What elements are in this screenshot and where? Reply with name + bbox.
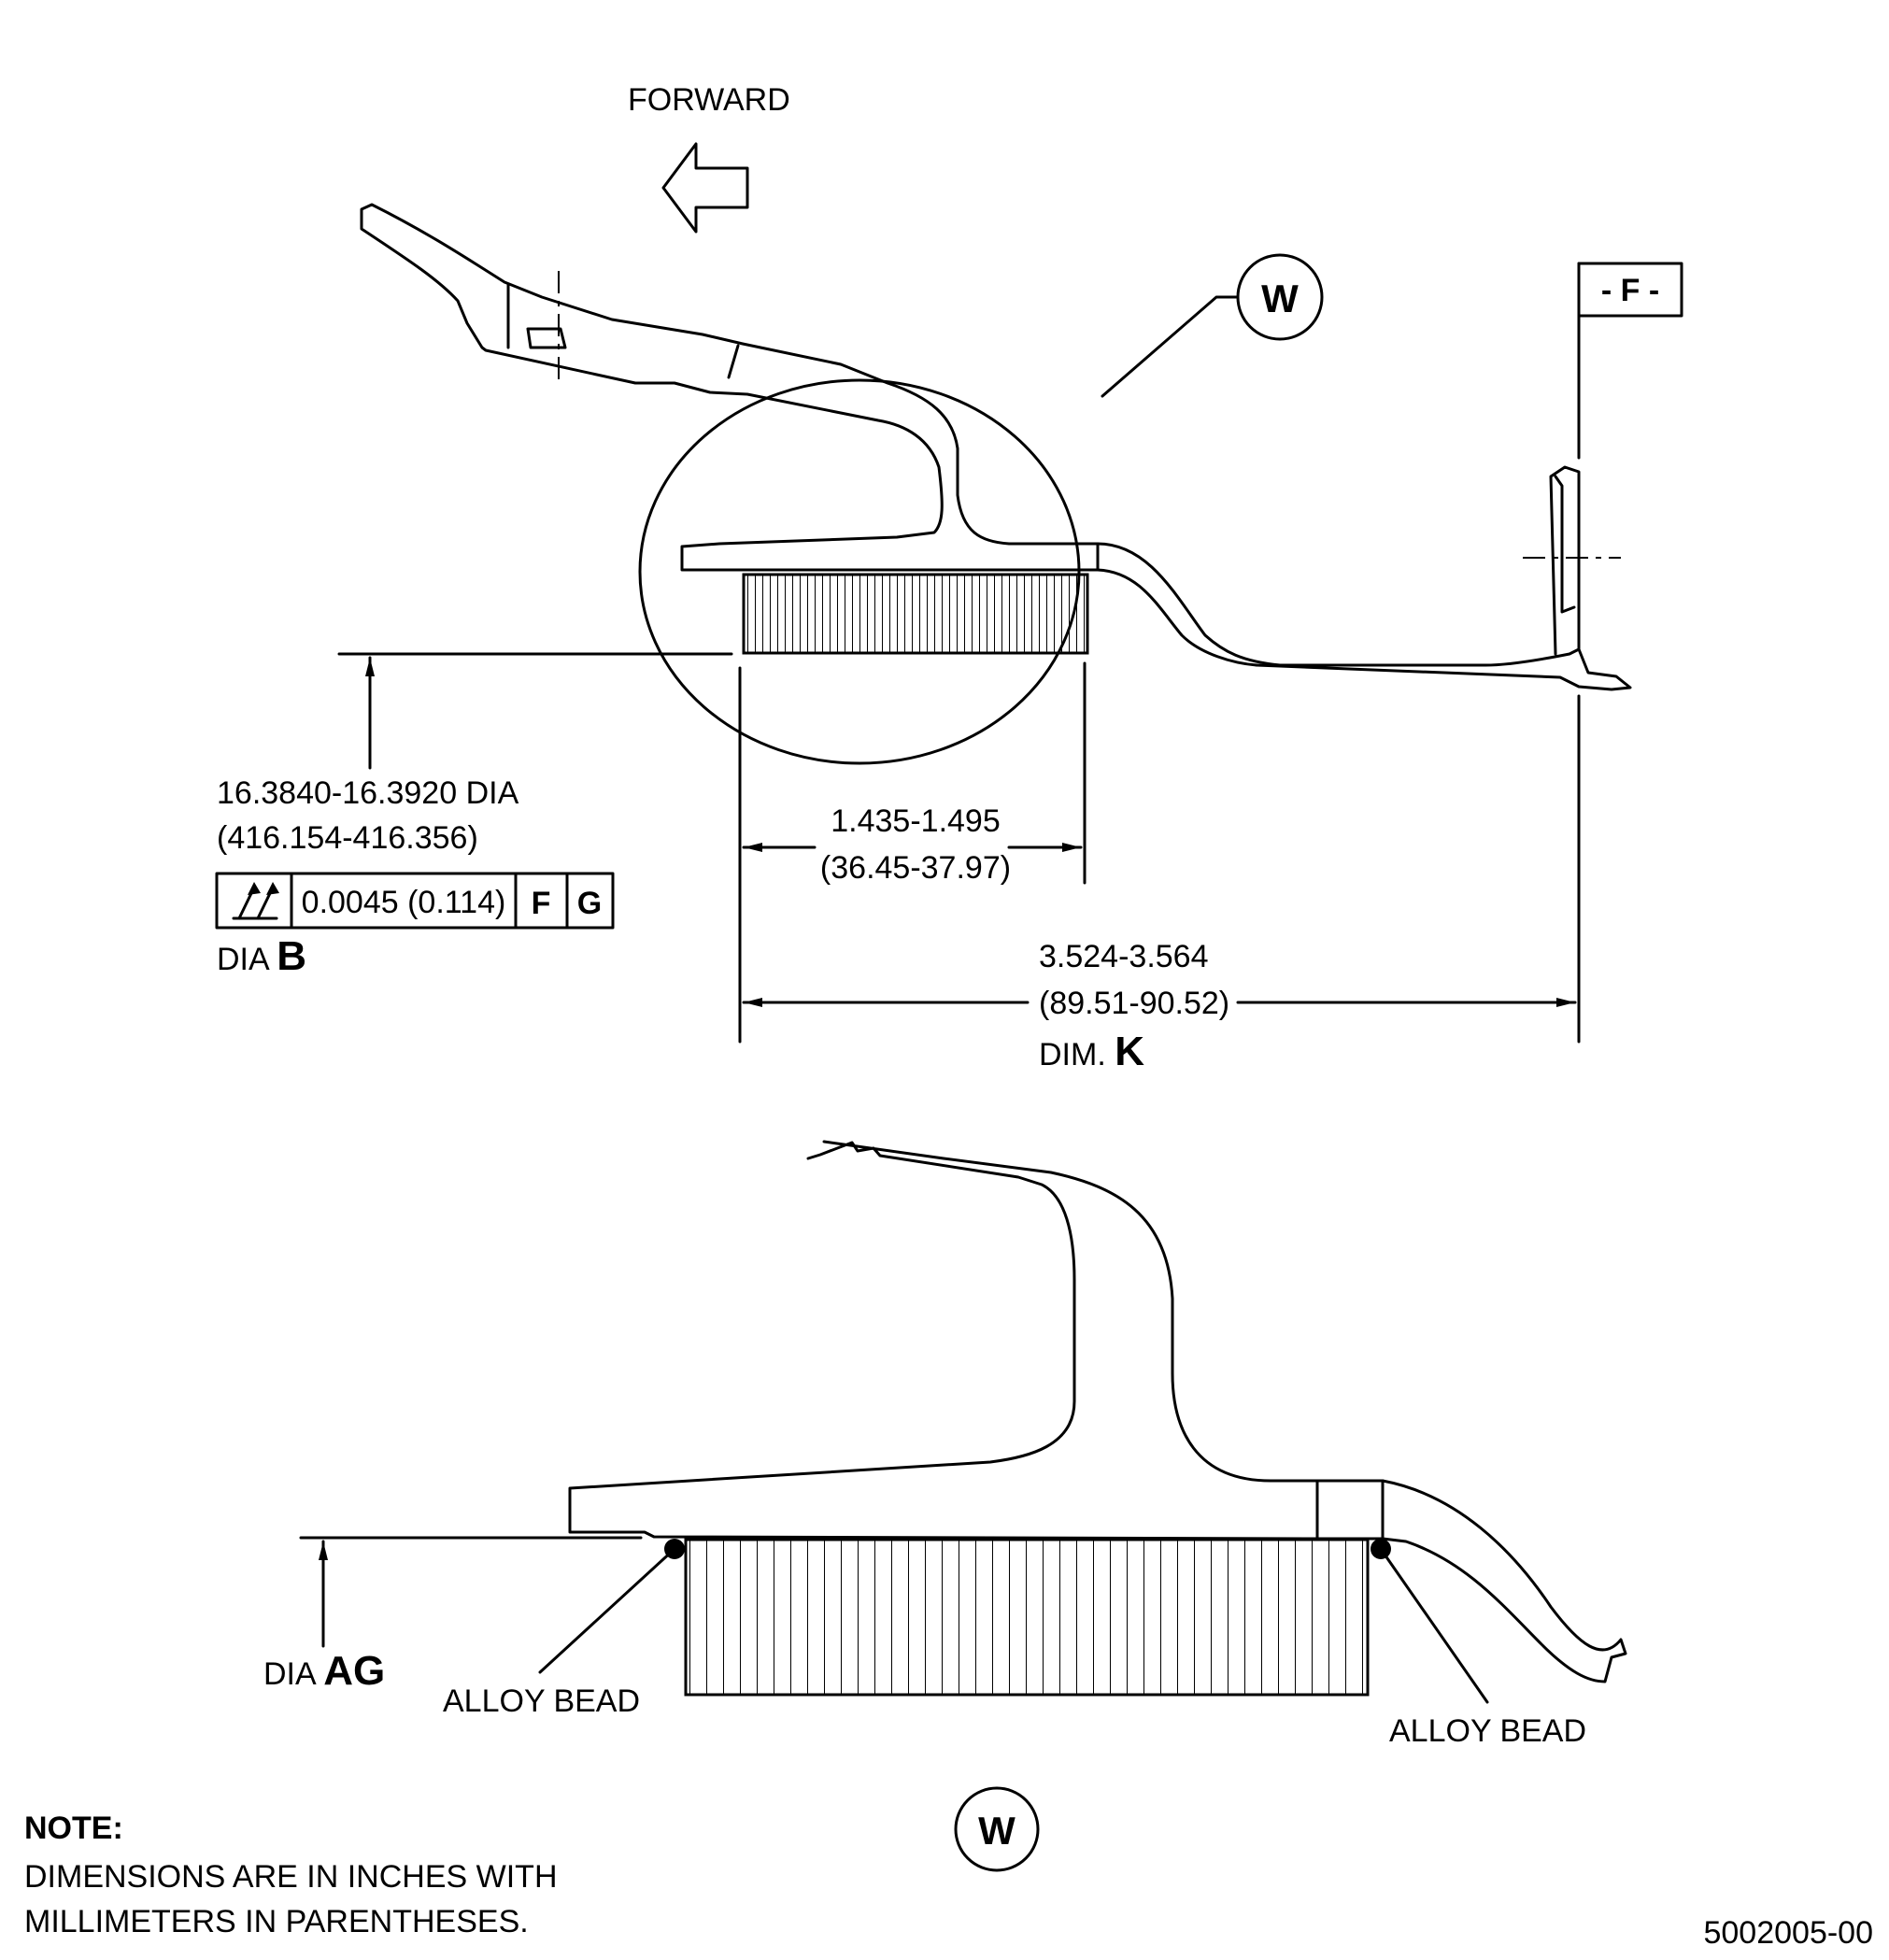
forward-label: FORWARD [628, 82, 790, 118]
alloy-bead-right-label: ALLOY BEAD [1389, 1713, 1586, 1749]
note-line-1: DIMENSIONS ARE IN INCHES WITH [24, 1859, 558, 1895]
alloy-bead-left-label: ALLOY BEAD [443, 1683, 640, 1719]
note-line-2: MILLIMETERS IN PARENTHESES. [24, 1904, 529, 1939]
detail-bubble-circle [954, 1786, 1040, 1872]
honeycomb-seal-upper [742, 573, 1089, 655]
honeycomb-seal-detail [684, 1538, 1370, 1697]
view-bubble-label: W [1261, 277, 1299, 320]
width-inch-text: 1.435-1.495 [831, 803, 1001, 839]
fcf-datum-g: G [577, 886, 602, 921]
fcf-tolerance: 0.0045 (0.114) [302, 885, 506, 920]
dia-ag-label: DIA AG [263, 1648, 385, 1694]
seal-part-profile [360, 203, 1632, 691]
alloy-bead-left-leader [538, 1547, 676, 1674]
feature-control-frame: 0.0045 (0.114) F G [215, 872, 615, 930]
detail-part-profile [568, 1140, 1319, 1541]
dia-b-label: DIA B [217, 933, 306, 979]
datum-f-label: - F - [1601, 273, 1659, 308]
dim-k-label: DIM. K [1039, 1029, 1144, 1074]
detail-bubble-label: W [978, 1809, 1016, 1853]
dim-k-inch-text: 3.524-3.564 [1039, 939, 1209, 974]
dim-k-mm-text: (89.51-90.52) [1039, 986, 1229, 1021]
forward-arrow-icon [661, 142, 749, 234]
diameter-mm-text: (416.154-416.356) [217, 820, 478, 856]
alloy-bead-right-leader [1379, 1547, 1489, 1704]
view-bubble-circle [1236, 253, 1324, 341]
total-runout-icon [232, 882, 279, 920]
detail-leader-line [1101, 295, 1240, 398]
drawing-number: 5002005-00 [1703, 1915, 1873, 1951]
note-block: NOTE: DIMENSIONS ARE IN INCHES WITH MILL… [24, 1811, 558, 1939]
diameter-inch-text: 16.3840-16.3920 DIA [217, 775, 519, 811]
detail-w-view: ALLOY BEAD ALLOY BEAD DIA AG W [263, 1140, 1627, 1872]
fcf-datum-f: F [532, 886, 551, 921]
width-mm-text: (36.45-37.97) [820, 850, 1011, 886]
note-heading: NOTE: [24, 1811, 123, 1846]
detail-area-ellipse [638, 378, 1081, 765]
upper-view: FORWARD W - F - 16.38 [215, 82, 1683, 1074]
